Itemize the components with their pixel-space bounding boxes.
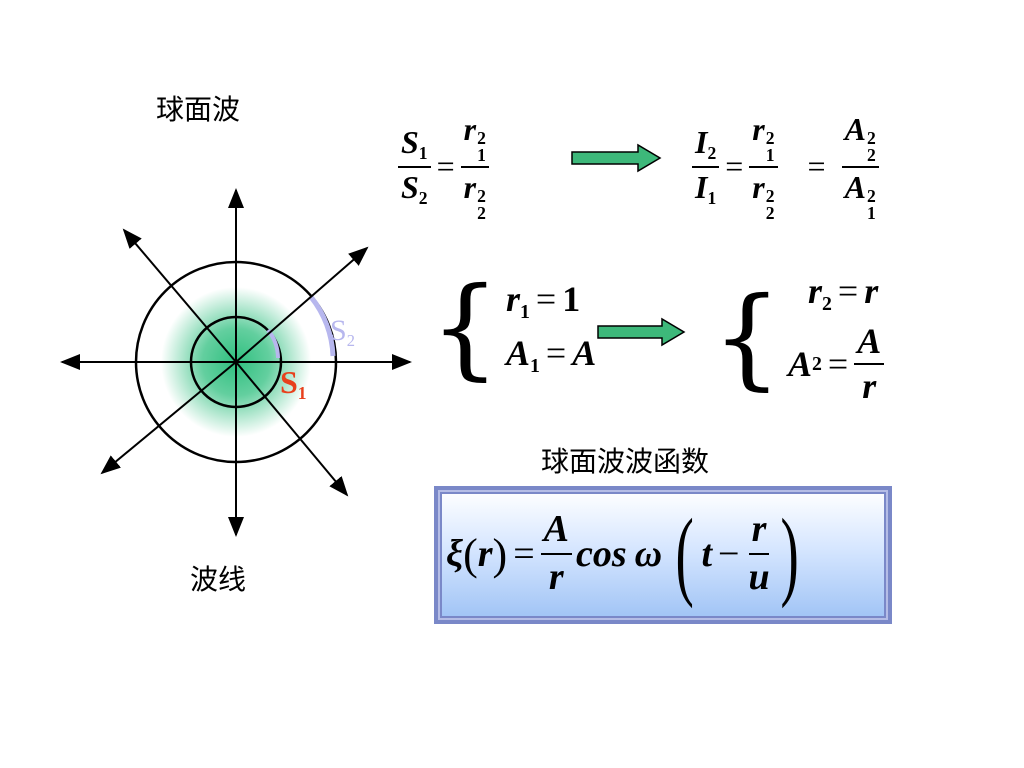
s1-label: S1 [280, 364, 307, 404]
spherical-wave-label: 球面波 [156, 93, 241, 126]
s1-arc [266, 328, 280, 359]
r1-condition: r1=1 [506, 279, 581, 324]
ray-lower-right [235, 361, 349, 497]
wave-function-label: 球面波波函数 [541, 445, 710, 478]
ray-lower-left [100, 361, 237, 475]
ray-upper-right [235, 246, 369, 363]
s2-label: S2 [330, 314, 355, 350]
s2-arc [309, 295, 336, 357]
a1-condition: A1=A [506, 333, 597, 377]
wave-line-label: 波线 [190, 563, 247, 596]
ray-upper-left [122, 228, 237, 363]
right-arrow-icon-2 [597, 317, 686, 347]
right-arrow-icon [571, 143, 662, 173]
r2-condition: r2=r [808, 271, 879, 315]
initial-conditions-system: { r1=1 A1=A [430, 263, 597, 391]
wave-function-box: ξ ( r ) = A r cos ω ( t − r u ) [434, 486, 892, 624]
wave-function-formula: ξ ( r ) = A r cos ω ( t − r u ) [446, 498, 799, 609]
